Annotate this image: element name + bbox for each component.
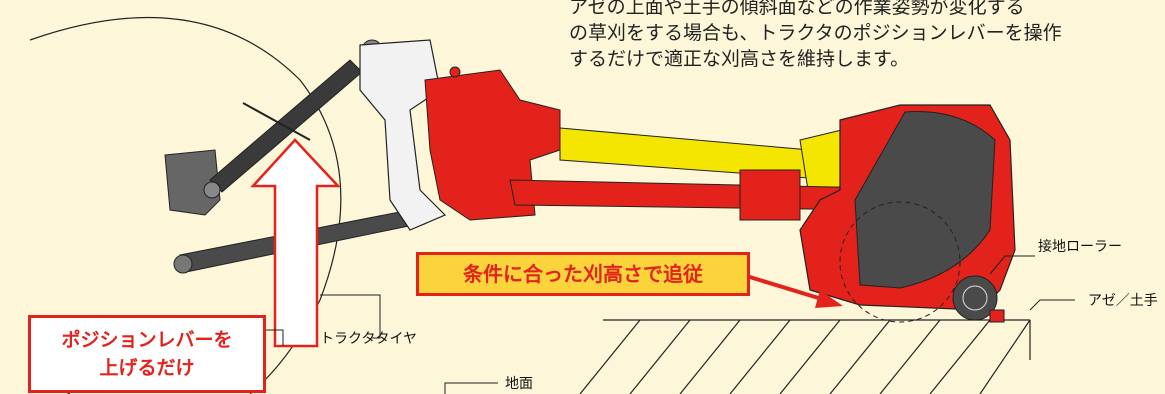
levee-label: アゼ／土手 bbox=[1088, 293, 1158, 309]
hitch-frame bbox=[359, 39, 447, 231]
description-line-2: の草刈をする場合も、トラクタのポジションレバーを操作 bbox=[569, 22, 1062, 44]
lever-callout-line-2: 上げるだけ bbox=[99, 357, 195, 379]
lever-callout-line-1: ポジションレバーを bbox=[61, 329, 233, 351]
lever-up-arrow bbox=[250, 138, 341, 348]
top-link-assembly bbox=[164, 39, 383, 216]
tractor-tire-label: トラクタタイヤ bbox=[320, 331, 418, 347]
position-lever-callout: ポジションレバーを 上げるだけ bbox=[28, 315, 266, 393]
feature-description: アゼの上面や土手の傾斜面などの作業姿勢が変化する の草刈をする場合も、トラクタの… bbox=[569, 0, 1165, 72]
follow-height-callout: 条件に合った刈高さで追従 bbox=[416, 252, 750, 296]
ground-hatching bbox=[579, 319, 1031, 394]
main-beam bbox=[509, 169, 881, 221]
description-line-3: するだけで適正な刈高さを維持します。 bbox=[569, 48, 910, 70]
description-line-1: アゼの上面や土手の傾斜面などの作業姿勢が変化する bbox=[569, 0, 1025, 18]
ground-roller-label: 接地ローラー bbox=[1038, 239, 1122, 255]
ground-roller bbox=[952, 275, 1005, 323]
ground-label: 地面 bbox=[505, 376, 533, 392]
mower-deck bbox=[799, 104, 1016, 323]
pto-shaft bbox=[559, 127, 861, 191]
follow-arrow bbox=[739, 272, 843, 308]
leader-lines bbox=[260, 255, 1075, 394]
